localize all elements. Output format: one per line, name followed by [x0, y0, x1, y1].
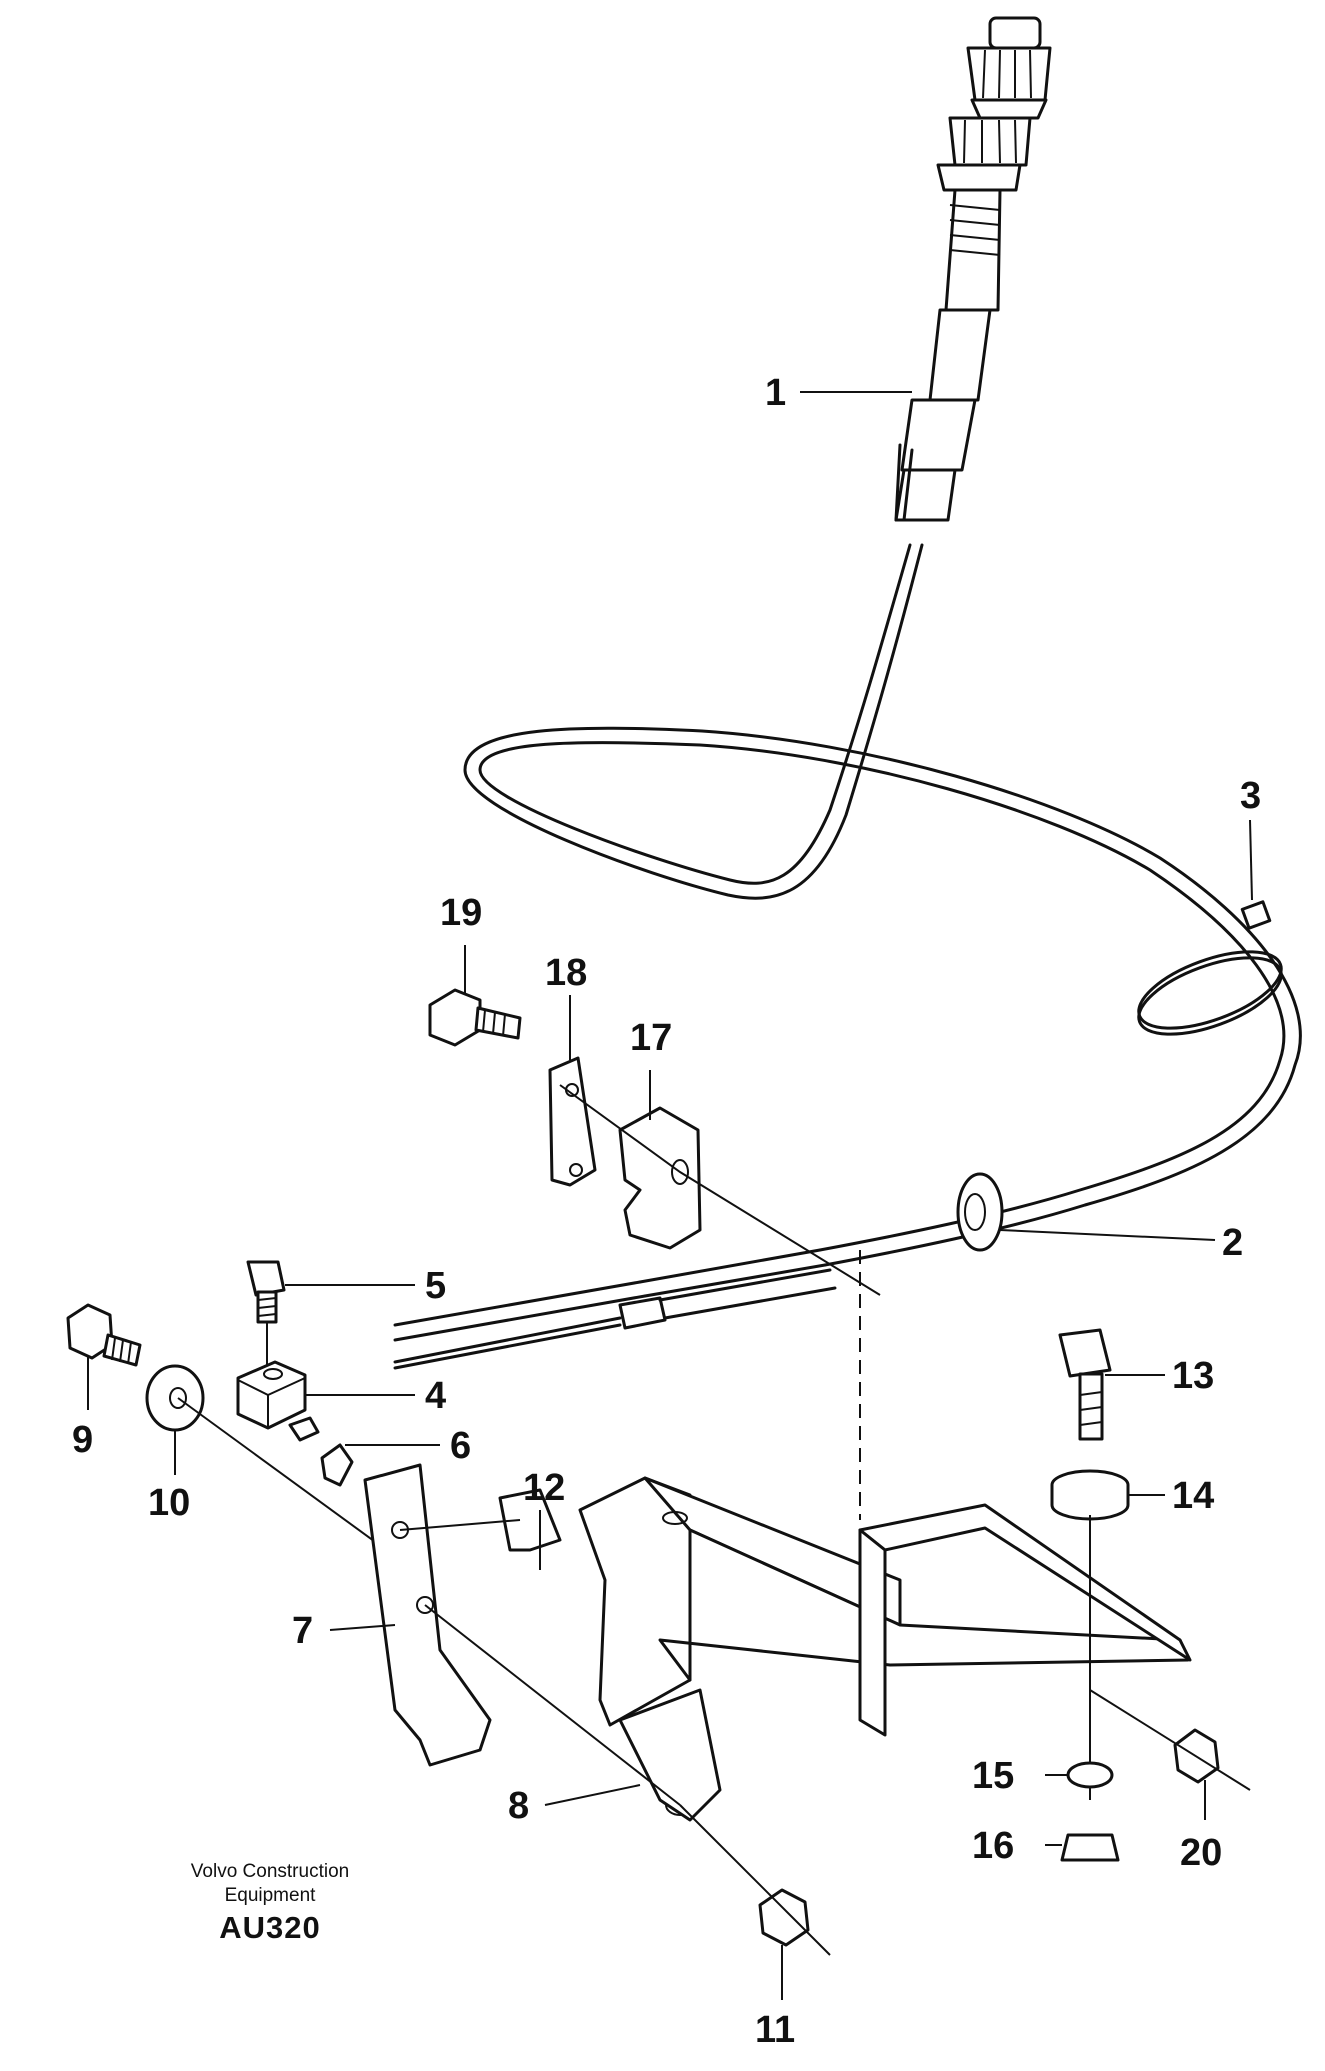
callout-11: 11	[755, 2009, 795, 2051]
nut-20	[1089, 1689, 1251, 1791]
screw-5	[246, 1260, 286, 1390]
manufacturer-name-line2: Equipment	[224, 1885, 316, 1906]
diagram-code: AU320	[219, 1910, 321, 1945]
leader-lines	[87, 391, 1253, 2000]
inner-wire	[393, 1268, 837, 1370]
screw-9	[66, 1303, 142, 1367]
manufacturer-name-line1: Volvo Construction	[190, 1861, 350, 1882]
clamp-plate-18	[548, 1056, 597, 1187]
callout-5: 5	[425, 1265, 446, 1307]
callout-10: 10	[148, 1482, 190, 1524]
callout-9: 9	[72, 1419, 93, 1461]
callout-8: 8	[508, 1785, 529, 1827]
bracket-7	[363, 1463, 492, 1767]
callout-2: 2	[1222, 1222, 1243, 1264]
nut-11	[679, 1804, 831, 1956]
cable-block-4	[236, 1360, 320, 1442]
callout-17: 17	[630, 1017, 672, 1059]
callout-20: 20	[1180, 1832, 1222, 1874]
washer-15	[1066, 1761, 1114, 1789]
control-cable	[393, 443, 1302, 1342]
callout-4: 4	[425, 1375, 446, 1417]
callout-1: 1	[765, 372, 786, 414]
callout-18: 18	[545, 952, 587, 994]
mounting-bracket-8	[424, 1250, 1192, 1822]
cable-grommet	[956, 1172, 1004, 1252]
cable-clamp-17	[559, 1084, 881, 1296]
cable-tie	[1137, 900, 1283, 1036]
callout-labels: 1 2 3 4 5 6 7 8 9 10 11 12 13 14 15 16 1…	[72, 372, 1261, 2051]
cable-knob-assembly	[894, 16, 1052, 522]
bolt-13	[1058, 1328, 1112, 1441]
clip-6	[320, 1443, 354, 1487]
callout-7: 7	[292, 1610, 313, 1652]
callout-6: 6	[450, 1425, 471, 1467]
nut-16	[1060, 1833, 1120, 1862]
callout-15: 15	[972, 1755, 1014, 1797]
clip-12	[399, 1488, 562, 1552]
spacer-14	[1050, 1469, 1130, 1800]
screw-19	[428, 988, 522, 1047]
manufacturer-footer: Volvo Construction Equipment AU320	[150, 1860, 390, 1948]
callout-14: 14	[1172, 1475, 1214, 1517]
callout-16: 16	[972, 1825, 1014, 1867]
washer-10	[145, 1364, 401, 1561]
callout-12: 12	[523, 1467, 565, 1509]
callout-19: 19	[440, 892, 482, 934]
callout-13: 13	[1172, 1355, 1214, 1397]
callout-3: 3	[1240, 775, 1261, 817]
